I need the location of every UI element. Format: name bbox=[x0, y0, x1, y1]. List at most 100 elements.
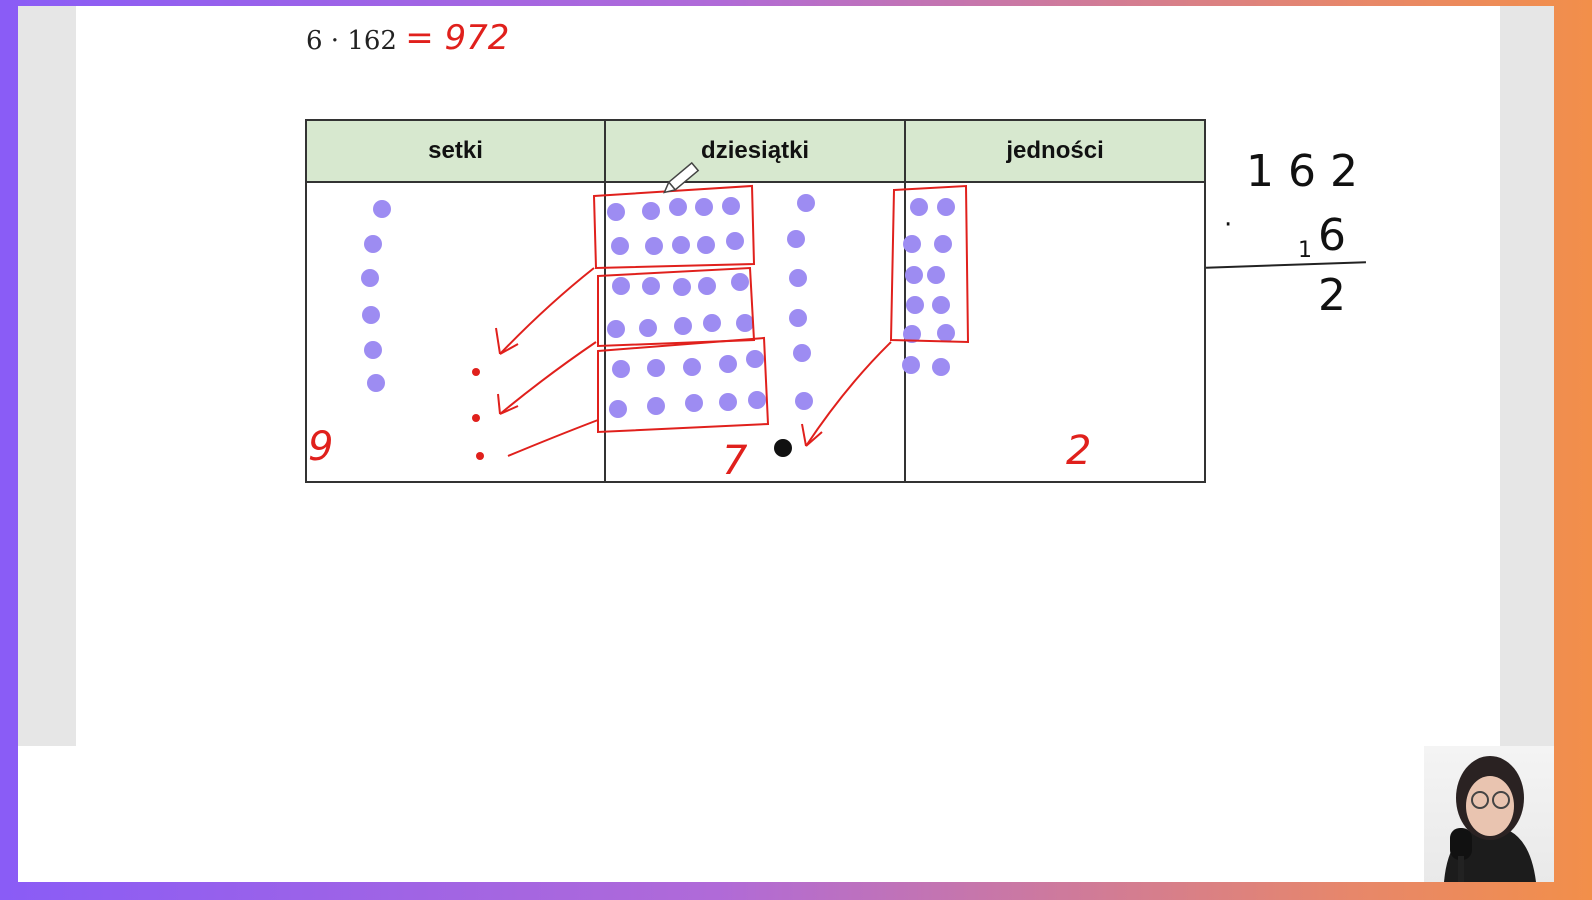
dot bbox=[748, 391, 766, 409]
dot bbox=[795, 392, 813, 410]
dot bbox=[364, 235, 382, 253]
hundreds-digit: 9 bbox=[308, 424, 334, 470]
dot bbox=[787, 230, 805, 248]
arrow-line bbox=[805, 341, 892, 447]
arrow-line bbox=[499, 267, 595, 355]
tens-digit: 7 bbox=[722, 438, 748, 484]
arrow-line bbox=[499, 341, 597, 415]
ones-dots bbox=[902, 198, 955, 376]
dot bbox=[674, 317, 692, 335]
dot bbox=[639, 319, 657, 337]
dot bbox=[719, 393, 737, 411]
dot bbox=[731, 273, 749, 291]
dot bbox=[910, 198, 928, 216]
carried-dots bbox=[472, 368, 484, 460]
dot bbox=[736, 314, 754, 332]
dot bbox=[906, 296, 924, 314]
dot bbox=[685, 394, 703, 412]
dot bbox=[937, 198, 955, 216]
header-tens: dziesiątki bbox=[604, 119, 907, 183]
dot bbox=[364, 341, 382, 359]
arrow-line bbox=[507, 419, 599, 457]
dot bbox=[697, 236, 715, 254]
presenter-figure bbox=[1444, 756, 1536, 882]
dot bbox=[645, 237, 663, 255]
header-hundreds: setki bbox=[304, 119, 607, 183]
tens-group-box bbox=[592, 184, 756, 270]
dot bbox=[642, 202, 660, 220]
equation: 6 · 162 = 972 bbox=[306, 18, 509, 58]
dot bbox=[476, 452, 484, 460]
dot bbox=[722, 197, 740, 215]
dot bbox=[746, 350, 764, 368]
dot bbox=[647, 359, 665, 377]
handwritten-result: = 972 bbox=[405, 18, 510, 58]
dot bbox=[647, 397, 665, 415]
dot bbox=[903, 235, 921, 253]
dot bbox=[361, 269, 379, 287]
dot bbox=[362, 306, 380, 324]
tens-group-box bbox=[597, 336, 770, 434]
worksheet-page: 6 · 162 = 972 setki dziesiątki jedności bbox=[76, 6, 1500, 746]
left-gutter bbox=[18, 6, 76, 746]
dot bbox=[902, 356, 920, 374]
dot bbox=[612, 277, 630, 295]
dot bbox=[607, 320, 625, 338]
bottom-blank-area bbox=[18, 746, 1554, 882]
presenter-webcam bbox=[1424, 746, 1554, 882]
dot bbox=[937, 324, 955, 342]
dot bbox=[698, 277, 716, 295]
hundreds-dots bbox=[361, 200, 391, 392]
arrow-head bbox=[497, 393, 519, 415]
drawing-overlay bbox=[361, 161, 970, 460]
partial-result: 2 bbox=[1318, 270, 1346, 321]
operator: · bbox=[1224, 210, 1233, 240]
dot bbox=[726, 232, 744, 250]
dot bbox=[905, 266, 923, 284]
pencil-cursor-icon bbox=[663, 161, 700, 194]
dot bbox=[607, 203, 625, 221]
dot bbox=[472, 414, 480, 422]
tens-dots bbox=[607, 194, 815, 418]
carry-digit: 1 bbox=[1298, 238, 1312, 263]
black-carried-dot bbox=[774, 439, 792, 457]
dot bbox=[669, 198, 687, 216]
lesson-frame: 6 · 162 = 972 setki dziesiątki jedności bbox=[18, 6, 1554, 882]
dot bbox=[719, 355, 737, 373]
cell-hundreds bbox=[304, 181, 607, 483]
dot bbox=[642, 277, 660, 295]
written-multiplication: 162 · 1 6 2 bbox=[1206, 146, 1386, 326]
dot bbox=[789, 269, 807, 287]
right-gutter bbox=[1500, 6, 1554, 746]
header-ones: jedności bbox=[904, 119, 1206, 183]
dot bbox=[903, 325, 921, 343]
dot bbox=[673, 278, 691, 296]
dot bbox=[934, 235, 952, 253]
dot bbox=[932, 296, 950, 314]
arrow-head bbox=[801, 423, 823, 447]
dot bbox=[611, 237, 629, 255]
arrow-head bbox=[495, 327, 519, 355]
ones-digit: 2 bbox=[1066, 428, 1092, 474]
multiplicand: 162 bbox=[1246, 146, 1372, 197]
dot bbox=[703, 314, 721, 332]
dot bbox=[932, 358, 950, 376]
multiplier: 6 bbox=[1318, 210, 1346, 261]
result-line bbox=[1206, 261, 1366, 269]
carry-arrows bbox=[495, 267, 892, 457]
dot bbox=[367, 374, 385, 392]
dot bbox=[927, 266, 945, 284]
dot bbox=[672, 236, 690, 254]
equation-expression: 6 · 162 bbox=[306, 26, 397, 56]
dot bbox=[373, 200, 391, 218]
dot bbox=[797, 194, 815, 212]
dot bbox=[683, 358, 701, 376]
dot bbox=[612, 360, 630, 378]
dot bbox=[789, 309, 807, 327]
dot bbox=[695, 198, 713, 216]
dot bbox=[793, 344, 811, 362]
group-boxes bbox=[592, 184, 970, 434]
ones-group-box bbox=[889, 184, 970, 344]
dot bbox=[472, 368, 480, 376]
tens-group-box bbox=[597, 266, 756, 348]
